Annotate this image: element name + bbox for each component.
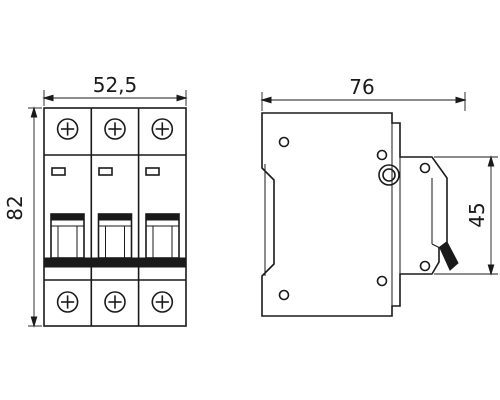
rivet-hole-front-top xyxy=(419,162,431,174)
terminal-screw-bottom-1 xyxy=(56,291,79,313)
toggle-base-bar xyxy=(43,257,187,268)
dimension-label-side-height: 45 xyxy=(465,202,489,227)
toggle-lever-2 xyxy=(97,213,133,259)
toggle-lever-3 xyxy=(145,213,180,259)
indicator-window-2 xyxy=(98,167,113,176)
rivet-hole-bottom-right xyxy=(376,275,388,287)
terminal-screw-top-2 xyxy=(104,118,126,140)
rivet-hole-bottom-left xyxy=(278,289,290,301)
pole-3 xyxy=(145,118,180,313)
indicator-window-3 xyxy=(145,167,160,176)
rivet-hole-top-left xyxy=(278,136,290,148)
toggle-lever-side xyxy=(439,241,459,271)
reset-button-inner xyxy=(382,168,396,182)
terminal-screw-bottom-3 xyxy=(151,291,174,313)
terminal-screw-bottom-2 xyxy=(104,291,126,313)
dimension-front-width: 52,5 xyxy=(42,73,188,106)
dimension-label-front-height: 82 xyxy=(3,195,27,220)
pole-1 xyxy=(50,118,85,313)
terminal-screw-top-3 xyxy=(151,118,174,140)
terminal-screw-top-1 xyxy=(56,118,79,140)
dimension-side-height: 45 xyxy=(434,155,498,276)
dimension-label-front-width: 52,5 xyxy=(93,73,138,97)
dimension-front-height: 82 xyxy=(3,106,42,328)
side-view: 76 45 xyxy=(260,75,498,317)
rivet-hole-front-bottom xyxy=(419,260,431,272)
side-body-outline xyxy=(261,112,448,317)
front-body-outline xyxy=(43,107,187,327)
toggle-lever-1 xyxy=(50,213,85,259)
indicator-window-1 xyxy=(51,167,66,176)
reset-button-outer xyxy=(378,164,400,186)
front-view: 52,5 82 xyxy=(3,73,188,328)
rivet-hole-top-right xyxy=(376,149,388,161)
pole-2 xyxy=(97,118,133,313)
dimension-label-side-width: 76 xyxy=(349,75,374,99)
dimension-side-width: 76 xyxy=(260,75,467,111)
